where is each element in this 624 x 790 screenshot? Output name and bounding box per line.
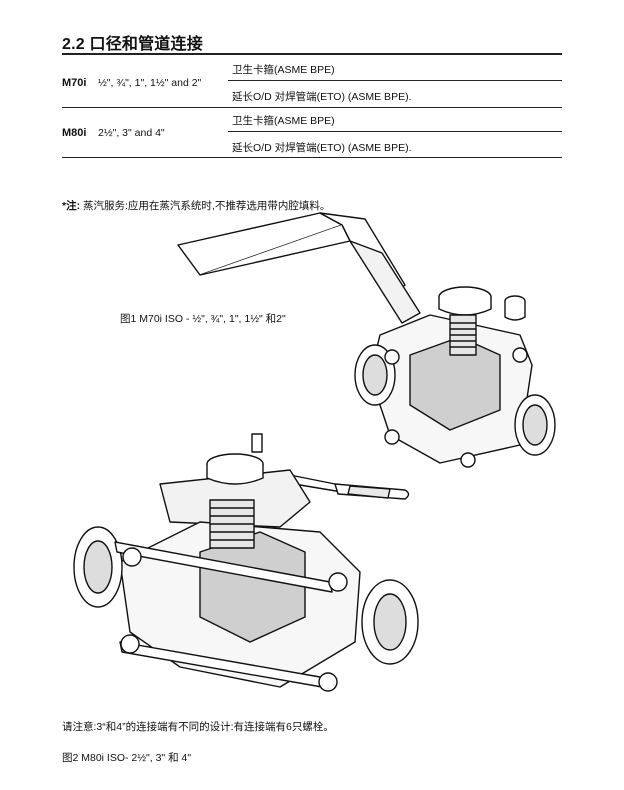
valve-m70i-illustration [177,212,556,468]
sizes-m80i: 2½", 3" and 4" [98,127,165,139]
figure2-caption: 图2 M80i ISO- 2½", 3" 和 4" [62,752,192,764]
connection-m80i-eto: 延长O/D 对焊管端(ETO) (ASME BPE). [232,142,412,154]
section-title: 2.2 口径和管道连接 [62,36,203,53]
connection-m70i-eto: 延长O/D 对焊管端(ETO) (ASME BPE). [232,91,412,103]
bolt-design-note: 请注意:3“和4”的连接端有不同的设计:有连接端有6只螺栓。 [62,721,334,733]
steam-service-note: *注: 蒸汽服务:应用在蒸汽系统时,不推荐选用带内腔填料。 [62,198,330,213]
connection-m80i-clamp: 卫生卡箍(ASME BPE) [232,115,335,127]
table-rule [62,107,562,108]
sizes-m70i: ½", ¾", 1", 1½" and 2" [98,77,202,89]
table-rule [62,157,562,158]
model-m70i: M70i [62,77,87,89]
note-text: 蒸汽服务:应用在蒸汽系统时,不推荐选用带内腔填料。 [80,200,331,212]
title-rule [62,53,562,55]
model-m80i: M80i [62,127,87,139]
note-label: *注: [62,200,81,212]
row-divider [228,131,562,132]
row-divider [228,80,562,81]
figure1-caption: 图1 M70i ISO - ½", ¾", 1", 1½" 和2" [120,313,286,325]
valve-m80i-illustration [73,433,419,692]
connection-m70i-clamp: 卫生卡箍(ASME BPE) [232,64,335,76]
